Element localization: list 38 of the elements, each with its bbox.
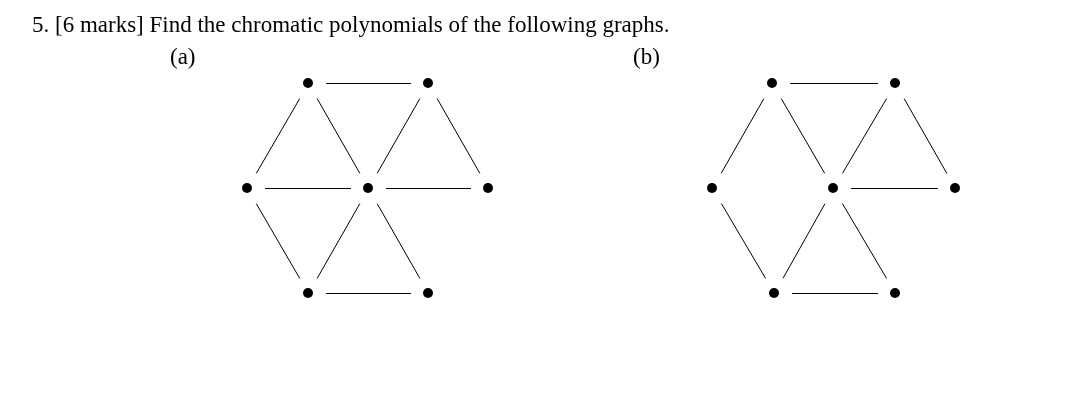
graph-edge — [782, 203, 826, 279]
graph-edge — [842, 98, 887, 174]
graph-edge — [376, 203, 421, 279]
graph-vertex — [423, 288, 433, 298]
graph-vertex — [767, 78, 777, 88]
graph-edge — [720, 98, 765, 174]
graph-edge — [316, 98, 361, 174]
graph-vertex — [769, 288, 779, 298]
graph-edge — [781, 98, 825, 174]
graph-vertex — [242, 183, 252, 193]
question-text: 5. [6 marks] Find the chromatic polynomials of the following graphs. — [32, 12, 670, 38]
graph-vertex — [890, 288, 900, 298]
graph-edge — [316, 203, 361, 279]
graph-edge — [265, 188, 351, 189]
graph-label: (a) — [170, 44, 196, 70]
graph-vertex — [950, 183, 960, 193]
graph-edge — [721, 203, 766, 279]
graph-vertex — [303, 288, 313, 298]
graph-vertex — [890, 78, 900, 88]
graph-edge — [376, 98, 421, 174]
graph-edge — [326, 83, 411, 84]
graph-vertex — [828, 183, 838, 193]
graph-edge — [842, 203, 887, 279]
graph-edge — [790, 83, 878, 84]
graph-vertex — [363, 183, 373, 193]
graph-label: (b) — [633, 44, 660, 70]
graph-edge — [903, 98, 948, 174]
graph-vertex — [483, 183, 493, 193]
graph-edge — [792, 293, 878, 294]
graph-vertex — [707, 183, 717, 193]
graph-edge — [256, 203, 300, 279]
graph-vertex — [303, 78, 313, 88]
graph-edge — [256, 98, 300, 174]
graph-edge — [851, 188, 938, 189]
graph-edge — [386, 188, 471, 189]
graph-vertex — [423, 78, 433, 88]
graph-edge — [436, 98, 481, 174]
graph-edge — [326, 293, 411, 294]
